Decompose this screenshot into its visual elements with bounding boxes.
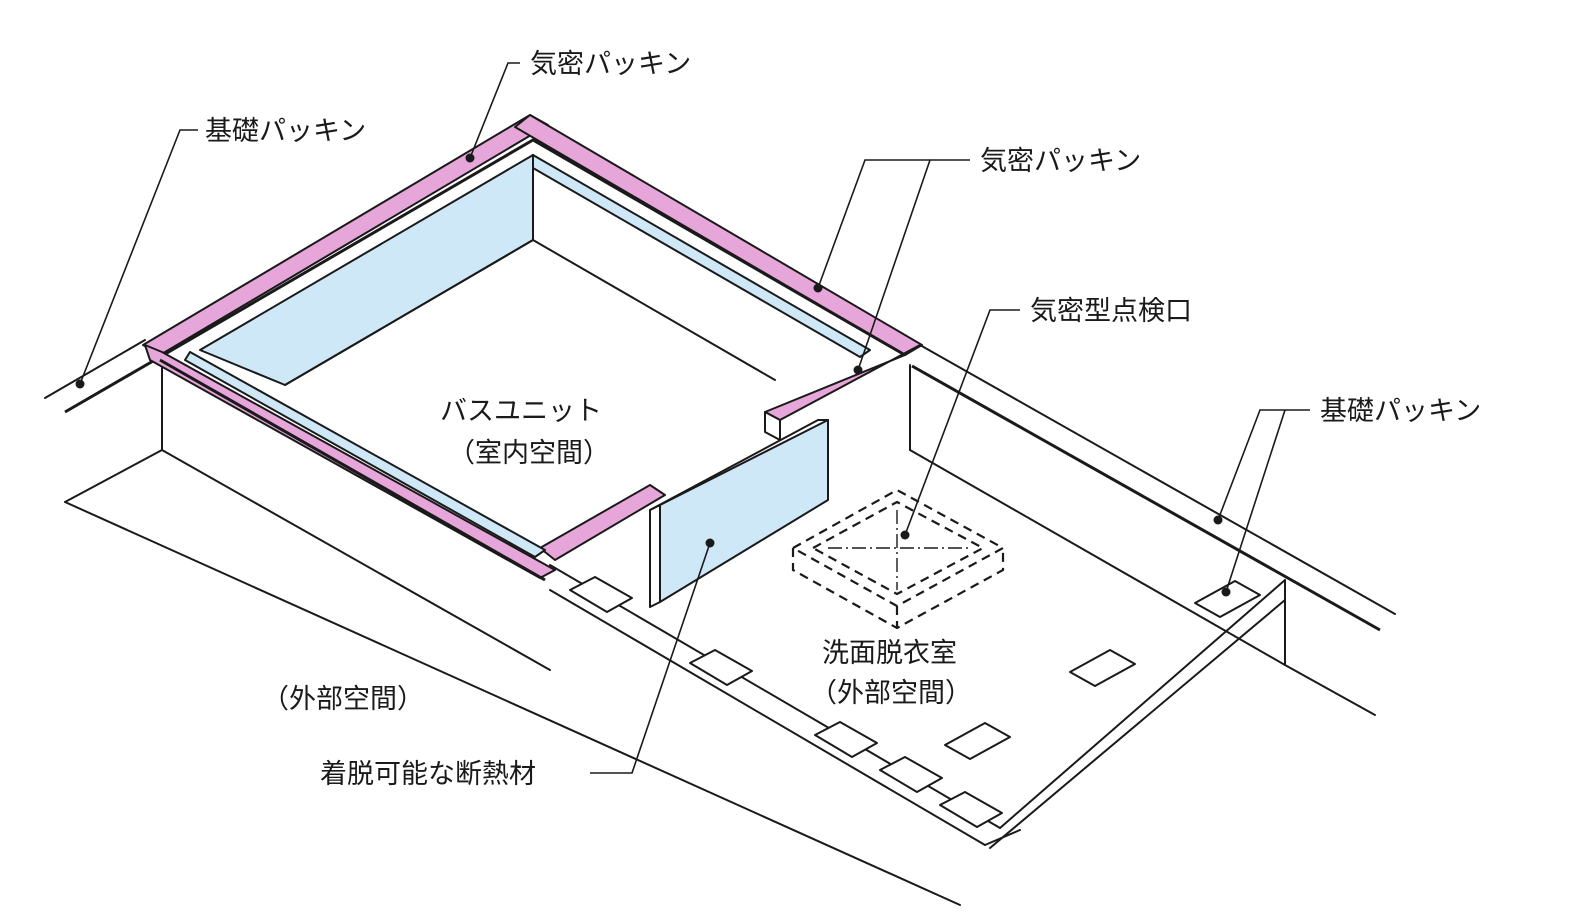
label-bath-unit: バスユニット bbox=[440, 396, 602, 427]
label-foundation-packing-right: 基礎パッキン bbox=[1320, 396, 1481, 427]
foundation-outline bbox=[44, 339, 1396, 906]
label-airtight-inspection-hatch: 気密型点検口 bbox=[1030, 296, 1192, 327]
insulation-left-strip bbox=[184, 351, 546, 558]
label-outside-space: （外部空間） bbox=[262, 684, 424, 715]
insulation-panel-edge bbox=[649, 504, 661, 608]
foundation-packing-blocks bbox=[569, 576, 1261, 828]
bath-unit-frame bbox=[142, 114, 923, 582]
airtight-packing-top-right bbox=[514, 114, 923, 356]
label-airtight-packing-right: 気密パッキン bbox=[980, 146, 1141, 177]
airtight-packing-left-bottom bbox=[144, 344, 556, 579]
labels: 気密パッキン 基礎パッキン 気密パッキン 気密型点検口 基礎パッキン バスユニッ… bbox=[205, 49, 1481, 790]
label-airtight-packing-top: 気密パッキン bbox=[530, 49, 691, 80]
inspection-hatch bbox=[790, 488, 1006, 630]
airtight-packing-right-step bbox=[764, 344, 921, 421]
label-washroom: 洗面脱衣室 bbox=[822, 638, 957, 669]
label-bath-unit-sub: （室内空間） bbox=[448, 438, 610, 469]
airtight-packing-front-step bbox=[539, 484, 666, 561]
removable-insulation-panel[interactable] bbox=[659, 419, 829, 603]
leader-lines bbox=[75, 62, 1310, 774]
label-foundation-packing-left: 基礎パッキン bbox=[205, 116, 366, 147]
label-washroom-sub: （外部空間） bbox=[810, 678, 972, 709]
insulation-back-right-strip bbox=[532, 154, 871, 358]
bath-unit-walls bbox=[184, 154, 871, 608]
label-removable-insulation: 着脱可能な断熱材 bbox=[320, 759, 536, 790]
